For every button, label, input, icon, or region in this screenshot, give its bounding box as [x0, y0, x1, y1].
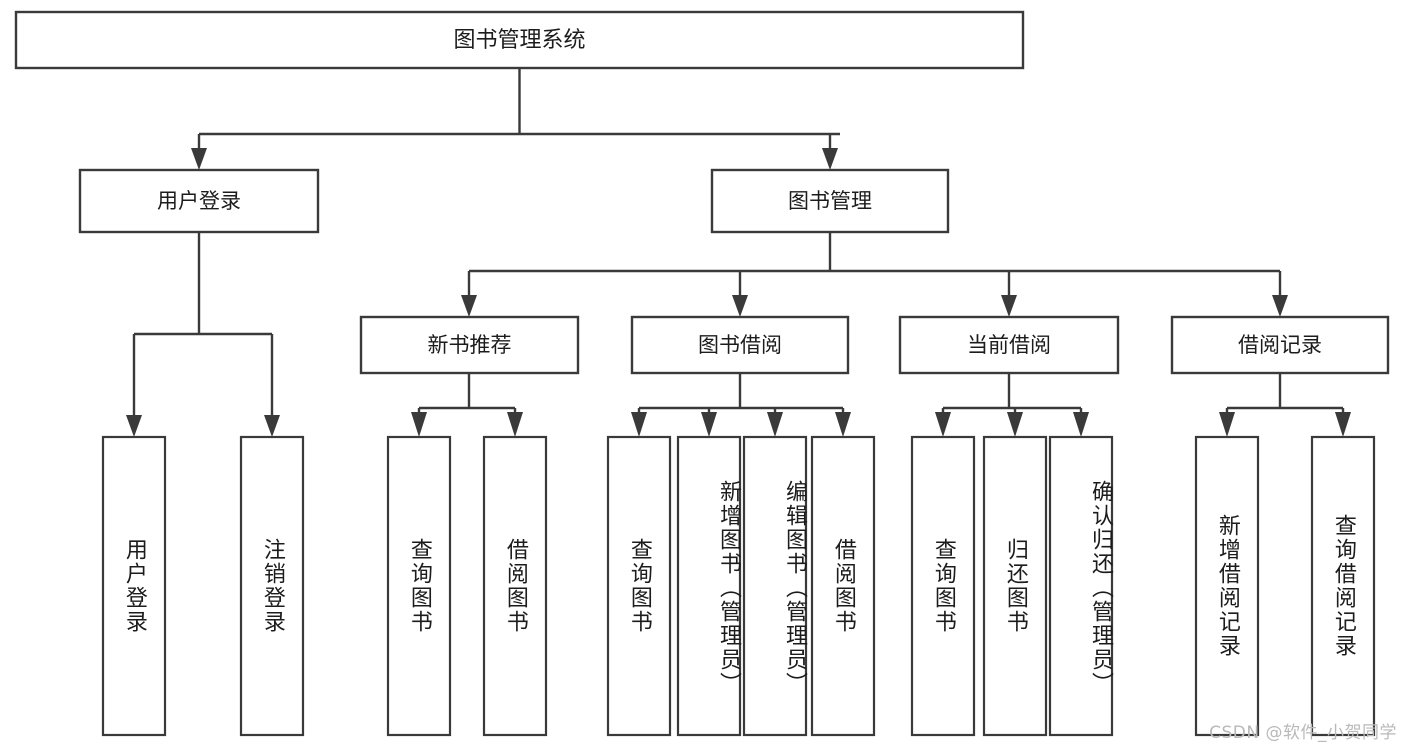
- leaf-box-user-login[interactable]: [101, 435, 167, 737]
- arrow-to-leaf-user-login: [126, 415, 142, 437]
- arrow-to-leaf-query-book-cur: [935, 412, 951, 437]
- leaf-box-logout[interactable]: [239, 435, 305, 737]
- node-root-box[interactable]: [14, 10, 1025, 70]
- node-root[interactable]: 图书管理系统: [14, 10, 1025, 70]
- leaf-box-add-book[interactable]: [676, 435, 742, 737]
- arrow-to-leaf-add-book: [701, 412, 717, 437]
- leaf-box-query-book-borrow[interactable]: [606, 435, 672, 737]
- node-current-borrow-box[interactable]: [898, 315, 1120, 375]
- arrow-to-leaf-logout: [264, 415, 280, 437]
- arrow-to-leaf-return-book: [1007, 412, 1023, 437]
- arrow-to-leaf-confirm-return: [1073, 412, 1089, 437]
- node-user-login[interactable]: 用户登录: [78, 168, 320, 234]
- node-book-manage[interactable]: 图书管理: [710, 168, 950, 234]
- arrow-to-leaf-query-book-rec: [411, 412, 427, 437]
- node-book-manage-box[interactable]: [710, 168, 950, 234]
- node-user-login-label: 用户登录: [157, 189, 241, 213]
- arrow-to-book-borrow: [732, 295, 748, 317]
- node-new-book-rec-label: 新书推荐: [428, 333, 512, 357]
- node-book-borrow[interactable]: 图书借阅: [630, 315, 850, 375]
- node-current-borrow[interactable]: 当前借阅: [898, 315, 1120, 375]
- node-new-book-rec-box[interactable]: [359, 315, 580, 375]
- node-book-manage-label: 图书管理: [788, 189, 872, 213]
- leaf-box-query-book-cur[interactable]: [910, 435, 976, 737]
- leaf-box-add-record[interactable]: [1194, 435, 1260, 737]
- arrow-to-leaf-add-record: [1219, 412, 1235, 437]
- node-root-label: 图书管理系统: [453, 28, 585, 53]
- node-current-borrow-label: 当前借阅: [967, 333, 1051, 357]
- node-borrow-record-box[interactable]: [1170, 315, 1390, 375]
- node-borrow-record[interactable]: 借阅记录: [1170, 315, 1390, 375]
- node-book-borrow-box[interactable]: [630, 315, 850, 375]
- arrow-to-leaf-borrow-book-rec: [507, 412, 523, 437]
- arrow-to-leaf-query-book-borrow: [631, 412, 647, 437]
- arrow-to-current-borrow: [1001, 295, 1017, 317]
- leaf-box-borrow-book[interactable]: [810, 435, 876, 737]
- leaf-box-query-book-rec[interactable]: [386, 435, 452, 737]
- arrow-to-leaf-borrow-book: [835, 412, 851, 437]
- arrow-to-user-login: [191, 148, 207, 170]
- arrow-to-borrow-record: [1272, 295, 1288, 317]
- leaf-box-borrow-book-rec[interactable]: [482, 435, 548, 737]
- csdn-watermark: CSDN @软件_小贺同学: [1209, 723, 1397, 743]
- node-borrow-record-label: 借阅记录: [1238, 333, 1322, 357]
- leaf-box-edit-book[interactable]: [742, 435, 808, 737]
- arrow-to-new-book-rec: [461, 295, 477, 317]
- leaf-box-group: [101, 435, 1376, 737]
- arrow-to-leaf-query-record: [1335, 412, 1351, 437]
- arrow-to-book-manage: [822, 148, 838, 170]
- leaf-box-return-book[interactable]: [982, 435, 1048, 737]
- leaf-box-confirm-return[interactable]: [1048, 435, 1114, 737]
- node-new-book-rec[interactable]: 新书推荐: [359, 315, 580, 375]
- node-book-borrow-label: 图书借阅: [698, 333, 782, 357]
- arrow-to-leaf-edit-book: [767, 412, 783, 437]
- leaf-box-query-record[interactable]: [1310, 435, 1376, 737]
- node-user-login-box[interactable]: [78, 168, 320, 234]
- connector-group: [126, 68, 1351, 437]
